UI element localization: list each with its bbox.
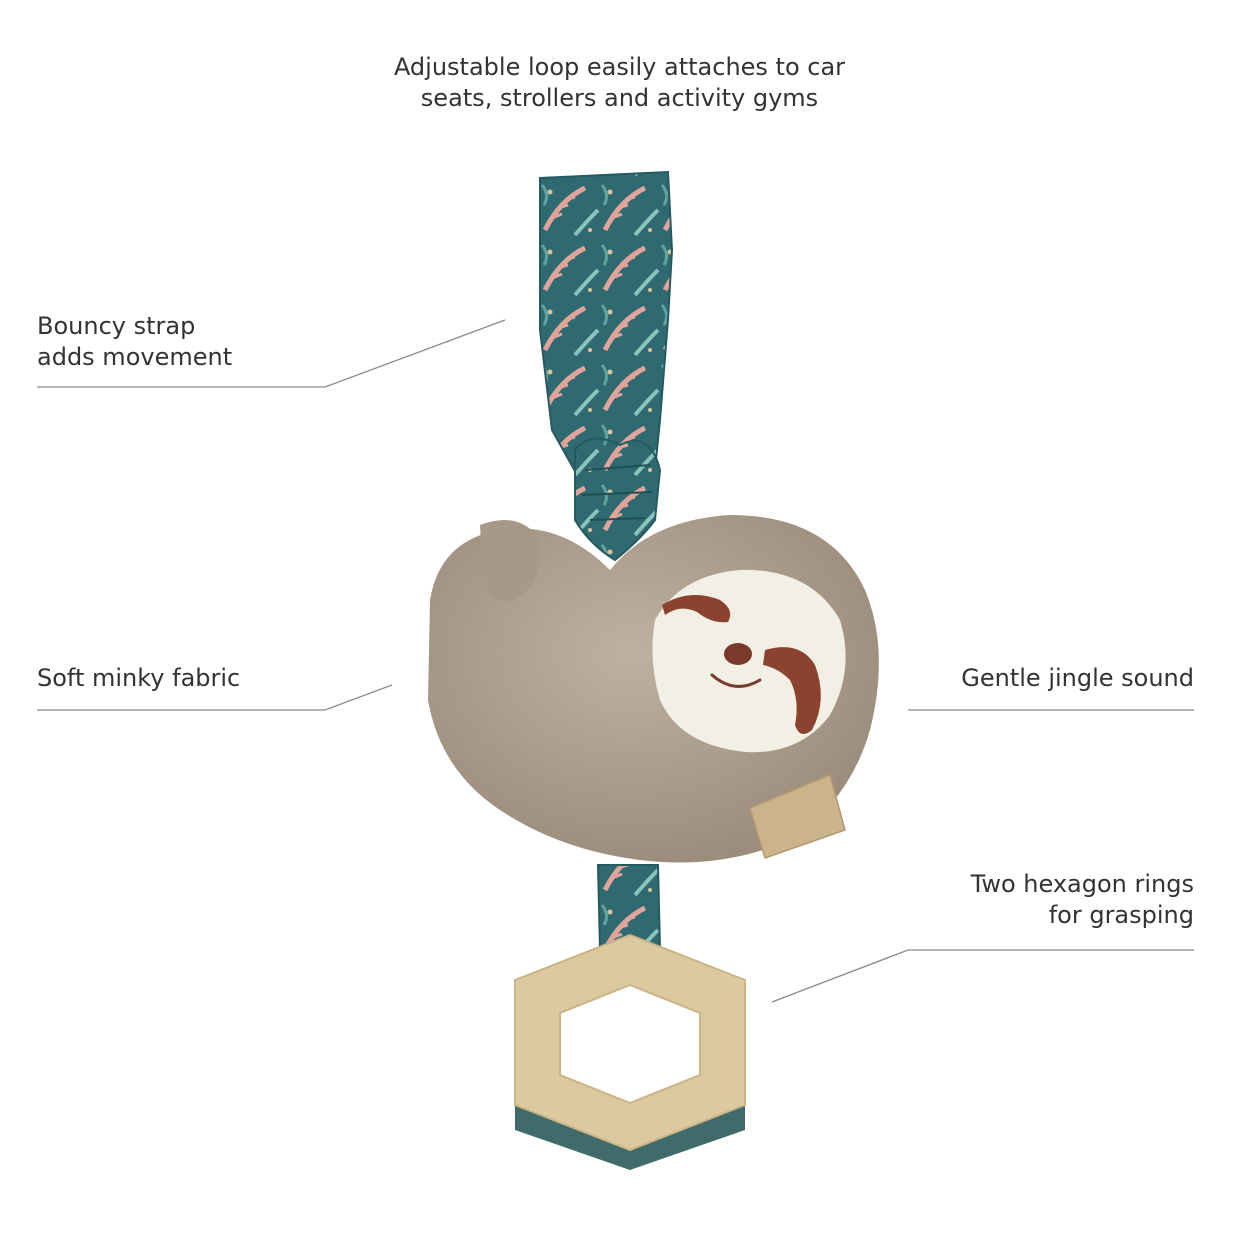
loop-callout: Adjustable loop easily attaches to car s… bbox=[0, 52, 1239, 114]
fabric-callout-line1: Soft minky fabric bbox=[37, 664, 241, 692]
rings-callout-line1: Two hexagon rings bbox=[970, 870, 1194, 898]
strap-callout-line1: Bouncy strap bbox=[37, 312, 196, 340]
loop-callout-line2: seats, strollers and activity gyms bbox=[420, 84, 819, 112]
jingle-callout-line1: Gentle jingle sound bbox=[961, 664, 1194, 692]
jingle-callout: Gentle jingle sound bbox=[961, 663, 1194, 694]
fabric-leader-line bbox=[37, 684, 393, 711]
strap-leader-line bbox=[37, 319, 506, 388]
rings-callout-line2: for grasping bbox=[1048, 901, 1194, 929]
rings-leader-line bbox=[771, 949, 1194, 1003]
strap-callout: Bouncy strap adds movement bbox=[37, 311, 232, 373]
fabric-callout: Soft minky fabric bbox=[37, 663, 240, 694]
strap-callout-line2: adds movement bbox=[37, 343, 233, 371]
fabric-strap-icon bbox=[539, 170, 674, 562]
rings-callout: Two hexagon rings for grasping bbox=[971, 869, 1194, 931]
hexagon-teether-ring-icon bbox=[514, 933, 746, 1170]
loop-callout-line1: Adjustable loop easily attaches to car bbox=[393, 53, 846, 81]
